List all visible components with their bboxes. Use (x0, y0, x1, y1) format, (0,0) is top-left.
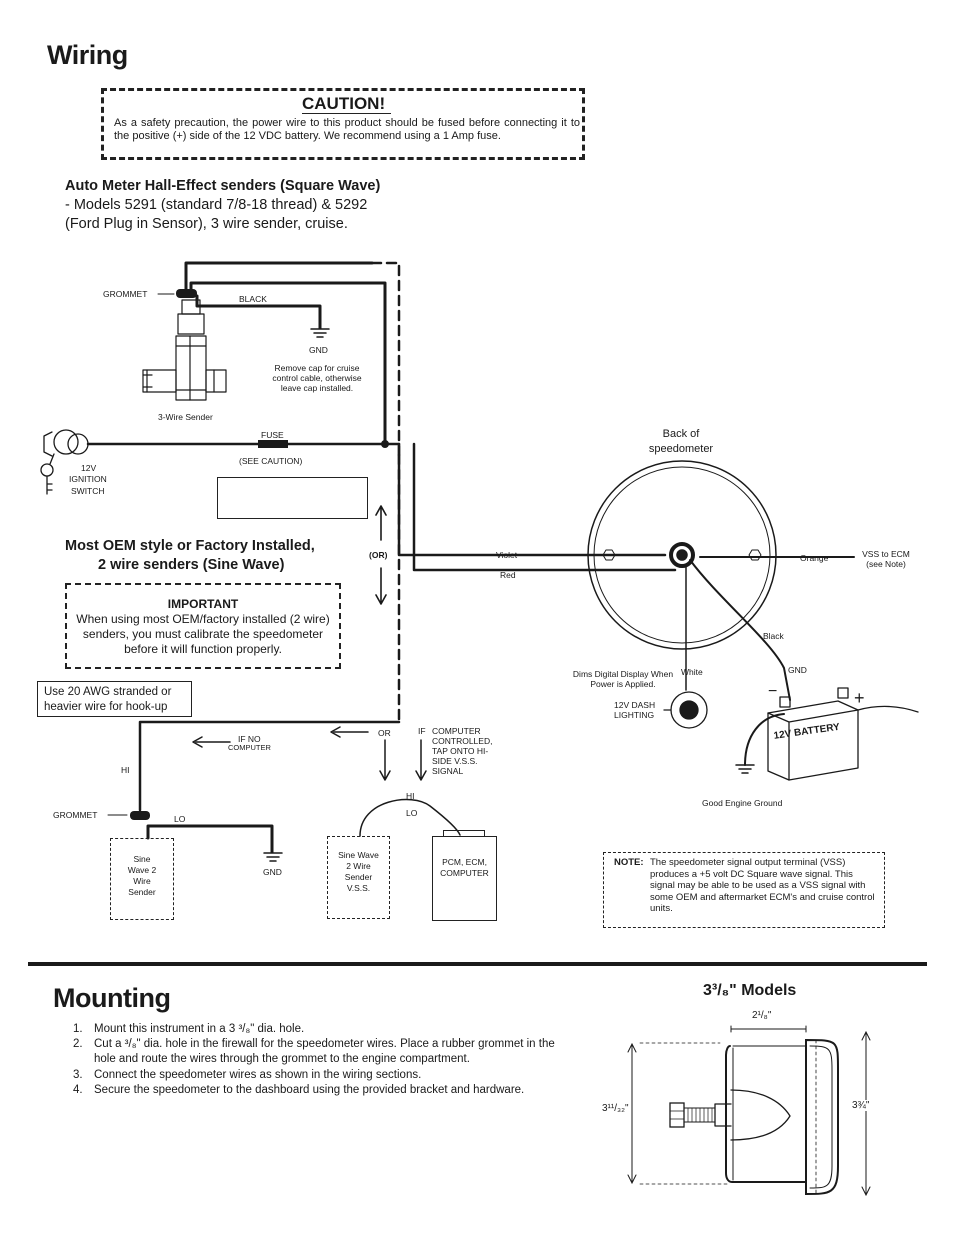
gnd-label-lower: GND (263, 867, 282, 877)
grommet-label-top: GROMMET (103, 289, 148, 299)
or-arrows-upper (375, 505, 387, 605)
arrow-down-or (379, 739, 391, 781)
sender-power-wire (184, 261, 374, 298)
black-label-top: BLACK (239, 294, 267, 304)
pcm-connector (443, 830, 485, 836)
note-body: The speedometer signal output terminal (… (650, 857, 875, 915)
white-label: White (681, 667, 703, 677)
caution-body: As a safety precaution, the power wire t… (114, 117, 580, 142)
violet-wire (397, 442, 667, 557)
battery-plus: + (854, 688, 865, 708)
step-1: 1.Mount this instrument in a 3 ³/₈" dia.… (73, 1023, 305, 1035)
arrow-down-if (415, 739, 427, 781)
square-wave-line1: - Models 5291 (standard 7/8-18 thread) &… (65, 197, 368, 213)
lo-label-right: LO (406, 808, 418, 818)
ignition-switch-icon (40, 429, 89, 495)
caution-box: CAUTION! As a safety precaution, the pow… (101, 88, 585, 160)
ignition-label-3: SWITCH (71, 486, 105, 496)
dashed-wire-top (370, 261, 401, 457)
engine-ground-icon (735, 764, 755, 774)
or-label-upper: (OR) (369, 550, 388, 560)
dim-height-left: 3¹¹/₃₂" (602, 1103, 629, 1114)
square-wave-heading: Auto Meter Hall-Effect senders (Square W… (65, 178, 381, 194)
dims-display-note: Dims Digital Display When Power is Appli… (572, 669, 674, 689)
step-4: 4.Secure the speedometer to the dashboar… (73, 1083, 525, 1096)
three-wire-sender-label: 3-Wire Sender (158, 412, 213, 422)
speedometer-back (587, 460, 777, 650)
step-2: 2.Cut a ³/₈" dia. hole in the firewall f… (73, 1038, 555, 1066)
if-no-computer-2: COMPUTER (228, 743, 271, 752)
dash-light-icon (663, 691, 708, 729)
vss-ecm-label: VSS to ECM (see Note) (862, 549, 910, 569)
important-title: IMPORTANT (167, 597, 239, 611)
dash-lighting-label: 12V DASH LIGHTING (614, 700, 656, 720)
computer-controlled-note: COMPUTER CONTROLLED, TAP ONTO HI-SIDE V.… (432, 726, 493, 776)
mounting-side-view (627, 1025, 871, 1197)
dim-depth: 2¹/₈" (752, 1010, 772, 1021)
awg-note-upper (217, 477, 368, 519)
ignition-label-2: IGNITION (69, 474, 107, 484)
gnd-label-top: GND (309, 345, 328, 355)
important-body: When using most OEM/factory installed (2… (76, 612, 330, 656)
black-label-speedo: Black (763, 631, 784, 641)
sender-black-wire (195, 294, 322, 330)
mounting-title: Mounting (53, 983, 171, 1013)
red-wire (412, 442, 677, 572)
square-wave-line2: (Ford Plug in Sensor), 3 wire sender, cr… (65, 216, 348, 232)
awg-note-lower: Use 20 AWG stranded or heavier wire for … (37, 681, 192, 717)
back-of-speedometer-label: Back of speedometer (648, 428, 714, 455)
grommet-icon (176, 289, 197, 298)
engine-ground-label: Good Engine Ground (702, 798, 783, 808)
battery-minus: − (768, 683, 778, 700)
junction-dot (381, 440, 389, 448)
three-wire-sender-icon (142, 299, 227, 401)
red-label: Red (500, 570, 516, 580)
ground-icon-lower (263, 852, 283, 862)
orange-label: Orange (800, 553, 829, 563)
hi-label-right: HI (406, 791, 415, 801)
violet-label: Violet (496, 550, 518, 560)
step-3: 3.Connect the speedometer wires as shown… (73, 1068, 422, 1081)
ignition-label-1: 12V (81, 463, 97, 473)
if-no-computer-1: IF NO (238, 734, 261, 744)
dim-height-right: 3¾" (852, 1100, 870, 1111)
gnd-label-speedo: GND (788, 665, 807, 675)
sine-wave-vss-box: Sine Wave 2 Wire Sender V.S.S. (327, 836, 390, 919)
ground-icon (310, 328, 330, 338)
lo-label-left: LO (174, 814, 186, 824)
remove-cap-note: Remove cap for cruise control cable, oth… (272, 363, 362, 393)
vss-note-box: NOTE: The speedometer signal output term… (603, 852, 885, 928)
oem-heading-2: 2 wire senders (Sine Wave) (98, 557, 285, 573)
battery-icon (767, 687, 919, 781)
arrow-or (330, 726, 369, 738)
arrow-if-no-computer (192, 736, 231, 748)
pcm-ecm-box: PCM, ECM, COMPUTER (432, 836, 497, 921)
if-label: IF (418, 726, 426, 736)
fuse-label: FUSE (261, 430, 284, 440)
caution-title: CAUTION! (302, 95, 392, 114)
fuse-icon (258, 440, 288, 448)
grommet-label-lower: GROMMET (53, 810, 98, 820)
mounting-steps: 1.Mount this instrument in a 3 ³/₈" dia.… (73, 1022, 573, 1098)
wiring-title: Wiring (47, 40, 128, 70)
black-wire (689, 559, 791, 701)
section-divider (28, 962, 927, 966)
hi-label-left: HI (121, 765, 130, 775)
oem-heading-1: Most OEM style or Factory Installed, (65, 538, 315, 554)
lower-hi-wire (138, 720, 401, 812)
lower-lo-wire (146, 824, 274, 854)
sine-loop-wire (359, 798, 461, 837)
models-heading: 3³/₈" Models (703, 982, 797, 999)
see-caution-label: (SEE CAUTION) (239, 456, 303, 466)
or-label-lower: OR (378, 728, 391, 738)
note-label: NOTE: (614, 857, 644, 868)
sine-wave-sender-box: Sine Wave 2 Wire Sender (110, 838, 174, 920)
important-box: IMPORTANT When using most OEM/factory in… (65, 583, 341, 669)
grommet-lower (130, 811, 150, 820)
